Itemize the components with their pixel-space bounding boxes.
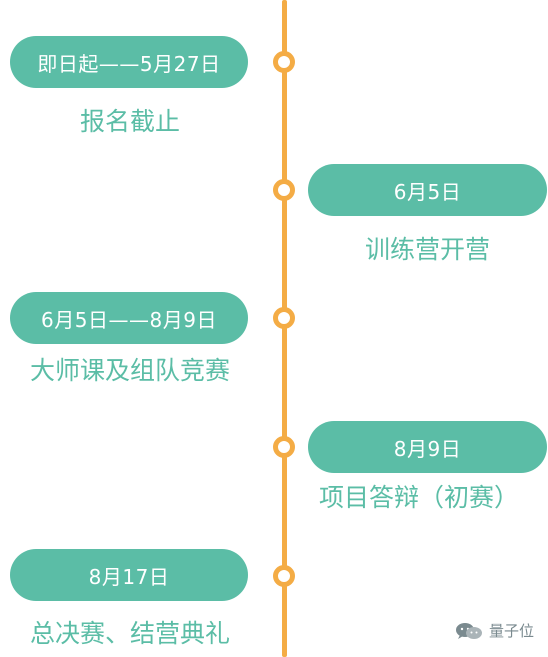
event-5-title: 总决赛、结营典礼 <box>29 619 230 648</box>
event-1-date: 即日起——5月27日 <box>37 51 221 76</box>
event-5-date: 8月17日 <box>88 564 170 589</box>
event-2-date-pill: 6月5日 <box>308 164 547 216</box>
wechat-icon <box>455 621 483 641</box>
event-1-node <box>273 51 295 73</box>
event-3-date: 6月5日——8月9日 <box>41 307 217 332</box>
event-1-title: 报名截止 <box>79 107 180 136</box>
event-3-title: 大师课及组队竞赛 <box>29 356 230 385</box>
event-4-date-pill: 8月9日 <box>308 421 547 473</box>
event-3-date-pill: 6月5日——8月9日 <box>10 292 248 344</box>
event-2-title: 训练营开营 <box>364 235 490 264</box>
event-4-date: 8月9日 <box>393 436 462 461</box>
event-1-date-pill: 即日起——5月27日 <box>10 36 248 88</box>
event-4-title: 项目答辩（初赛） <box>319 483 520 512</box>
event-2-node <box>273 179 295 201</box>
event-3-node <box>273 307 295 329</box>
event-5-node <box>273 565 295 587</box>
watermark: 量子位 <box>455 620 534 641</box>
event-5-date-pill: 8月17日 <box>10 549 248 601</box>
watermark-text: 量子位 <box>488 622 534 640</box>
event-2-date: 6月5日 <box>393 179 462 204</box>
event-4-node <box>273 436 295 458</box>
